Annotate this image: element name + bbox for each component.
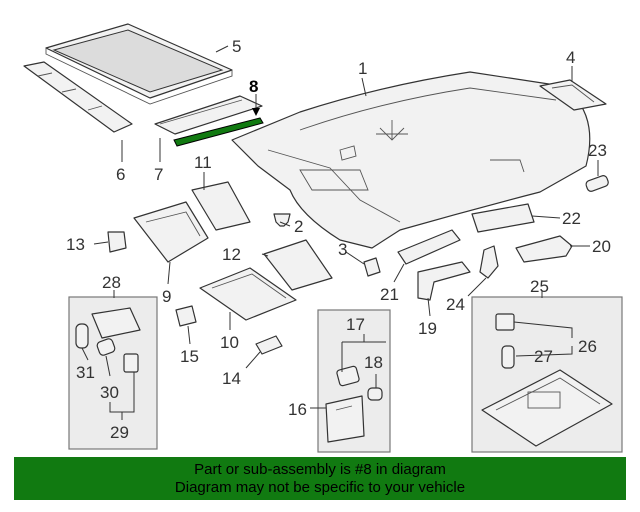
part-30-bulb[interactable] [96, 338, 116, 357]
callout-4[interactable]: 4 [566, 48, 575, 67]
fitment-notice-banner: Part or sub-assembly is #8 in diagram Di… [14, 457, 626, 500]
callout-17[interactable]: 17 [346, 315, 365, 334]
part-27-bulb[interactable] [501, 345, 515, 369]
callout-15[interactable]: 15 [180, 347, 199, 366]
callout-31[interactable]: 31 [76, 363, 95, 382]
callout-6[interactable]: 6 [116, 165, 125, 184]
callout-19[interactable]: 19 [418, 319, 437, 338]
part-29-socket[interactable] [123, 353, 139, 373]
part-10-sun-visor[interactable] [199, 267, 297, 321]
callout-1[interactable]: 1 [358, 59, 367, 78]
callout-21[interactable]: 21 [380, 285, 399, 304]
part-12-visor-insert[interactable] [263, 239, 333, 291]
part-8-seal-strip[interactable] [173, 117, 264, 147]
part-13-visor-clip[interactable] [107, 231, 127, 253]
callout-28[interactable]: 28 [102, 273, 121, 292]
part-4-cover[interactable] [539, 79, 607, 111]
callout-18[interactable]: 18 [364, 353, 383, 372]
part-16-reading-lamp[interactable] [325, 395, 365, 443]
part-23-lens[interactable] [585, 175, 609, 193]
part-5-sunroof-panel[interactable] [45, 23, 233, 105]
callout-26[interactable]: 26 [578, 337, 597, 356]
part-31-bulb[interactable] [75, 323, 89, 349]
part-1-headliner[interactable] [231, 71, 591, 249]
callout-27[interactable]: 27 [534, 347, 553, 366]
callout-9[interactable]: 9 [162, 287, 171, 306]
callout-24[interactable]: 24 [446, 295, 465, 314]
callout-23[interactable]: 23 [588, 141, 607, 160]
part-28-lamp-housing[interactable] [91, 307, 141, 339]
part-6-trim-rail[interactable] [23, 61, 133, 133]
part-20-grab-handle[interactable] [515, 235, 573, 263]
banner-line-2: Diagram may not be specific to your vehi… [174, 479, 466, 496]
banner-line-1: Part or sub-assembly is #8 in diagram [194, 461, 446, 478]
callout-20[interactable]: 20 [592, 237, 611, 256]
callout-25[interactable]: 25 [530, 277, 549, 296]
part-19-grab-handle[interactable] [417, 261, 471, 301]
part-3-clip[interactable] [363, 257, 381, 277]
callout-30[interactable]: 30 [100, 383, 119, 402]
part-24-bracket[interactable] [479, 245, 499, 279]
callout-29[interactable]: 29 [110, 423, 129, 442]
leader-lines [81, 45, 599, 420]
part-9-sun-visor[interactable] [133, 201, 209, 263]
callout-12[interactable]: 12 [222, 245, 241, 264]
callout-13[interactable]: 13 [66, 235, 85, 254]
callout-3[interactable]: 3 [338, 240, 347, 259]
part-15-visor-clip[interactable] [175, 305, 197, 327]
callout-7[interactable]: 7 [154, 165, 163, 184]
callout-8[interactable]: 8 [249, 77, 258, 96]
part-26-switch[interactable] [495, 313, 515, 331]
part-14-bulb[interactable] [255, 335, 283, 355]
part-18-bulb[interactable] [367, 387, 383, 401]
part-11-mirror-cover[interactable] [191, 181, 251, 231]
callout-2[interactable]: 2 [294, 217, 303, 236]
callout-14[interactable]: 14 [222, 369, 241, 388]
part-2-clip[interactable] [273, 213, 291, 227]
part-21-grab-handle[interactable] [397, 229, 461, 265]
callout-22[interactable]: 22 [562, 209, 581, 228]
callout-16[interactable]: 16 [288, 400, 307, 419]
callout-5[interactable]: 5 [232, 37, 241, 56]
callout-labels: 1 2 3 4 5 6 7 8 9 10 11 12 13 14 15 16 1… [66, 37, 611, 442]
callout-11[interactable]: 11 [194, 153, 212, 172]
callout-10[interactable]: 10 [220, 333, 239, 352]
part-25-overhead-console[interactable] [481, 369, 613, 447]
part-22-trim[interactable] [471, 203, 535, 233]
part-7-sunshade-rail[interactable] [154, 95, 263, 135]
